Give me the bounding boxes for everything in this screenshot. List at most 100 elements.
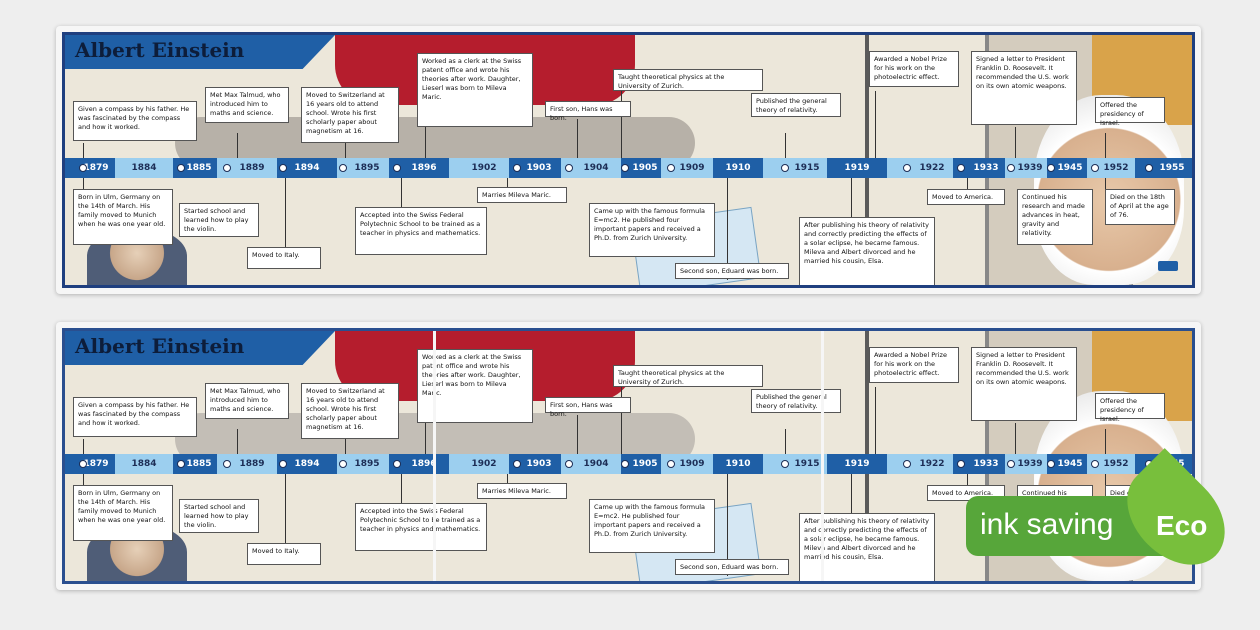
year-cell: 1909 [661,454,713,474]
timeline-dot-icon [1047,164,1055,172]
timeline-dot-icon [223,460,231,468]
banner-frame: Albert Einstein 1879 1884 1885 1889 1894… [62,328,1195,584]
event-note: Continued his research and made advances… [1017,189,1093,245]
event-note: Came up with the famous formula E=mc2. H… [589,499,715,553]
leader-line [967,178,968,192]
timeline-dot-icon [223,164,231,172]
event-note: Offered the presidency of Israel. [1095,97,1165,127]
leader-line [345,429,346,454]
timeline-dot-icon [565,164,573,172]
event-note: Marries Mileva Maric. [477,483,567,499]
year-cell: 1915 [763,454,827,474]
timeline-dot-icon [513,460,521,468]
year-cell: 1884 [131,163,157,173]
year-cell: 1952 [1087,454,1135,474]
event-note: Came up with the famous formula E=mc2. H… [589,203,715,257]
timeline-dot-icon [1047,460,1055,468]
timeline-dot-icon [79,460,87,468]
event-note: Born in Ulm, Germany on the 14th of Marc… [73,189,173,245]
year-cell: 1904 [561,454,621,474]
event-note: First son, Hans was born. [545,397,631,418]
event-note: Started school and learned how to play t… [179,203,259,237]
event-note: First son, Hans was born. [545,101,631,122]
leader-line [967,474,968,488]
year-cell: 1884 [131,459,157,469]
page-join-line [433,331,436,581]
year-cell: 1922 [887,158,953,178]
timeline-dot-icon [781,460,789,468]
timeline-dot-icon [393,164,401,172]
event-note: Worked as a clerk at the Swiss patent of… [417,349,533,423]
leader-line [1105,474,1106,488]
timeline-bar: 1879 1884 1885 1889 1894 1895 1896 1902 … [65,158,1192,178]
timeline-dot-icon [279,460,287,468]
event-note: Awarded a Nobel Prize for his work on th… [869,347,959,383]
leader-line [875,91,876,158]
event-note: Died on the 18th of April at the age of … [1105,189,1175,225]
year-cell: 1885 [173,454,217,474]
leader-line [1015,423,1016,454]
timeline-dot-icon [621,460,629,468]
event-note: Published the general theory of relativi… [751,93,841,117]
leader-line [1015,127,1016,158]
event-note: Given a compass by his father. He was fa… [73,101,197,141]
leader-line [83,439,84,454]
ink-saving-label: ink saving [980,508,1114,541]
year-cell: 1902 [471,163,497,173]
ink-saving-badge: ink saving Eco [966,448,1244,584]
timeline-dot-icon [957,164,965,172]
leader-line [83,178,84,192]
year-cell: 1939 [1005,158,1047,178]
event-note: Moved to Switzerland at 16 years old to … [301,87,399,143]
event-note: Signed a letter to President Franklin D.… [971,347,1077,421]
event-note: Met Max Talmud, who introduced him to ma… [205,87,289,123]
year-cell: 1895 [337,454,389,474]
page-title: Albert Einstein [75,334,245,358]
eco-label: Eco [1156,510,1208,541]
event-note: Awarded a Nobel Prize for his work on th… [869,51,959,87]
event-note: Moved to Italy. [247,247,321,269]
leader-line [1105,133,1106,158]
leader-line [345,133,346,158]
leader-line [577,119,578,158]
year-cell: 1945 [1047,454,1087,474]
leader-line [507,474,508,488]
year-cell: 1894 [277,454,337,474]
year-cell: 1952 [1087,158,1135,178]
year-cell: 1910 [713,158,763,178]
leader-line [401,178,402,210]
event-note: Taught theoretical physics at the Univer… [613,365,763,387]
year-cell: 1922 [887,454,953,474]
timeline-dot-icon [79,164,87,172]
year-cell: 1879 [65,454,115,474]
leader-line [237,133,238,158]
year-cell: 1933 [953,454,1005,474]
leader-line [785,133,786,158]
timeline-dot-icon [957,460,965,468]
year-cell: 1939 [1005,454,1047,474]
leader-line [851,474,852,516]
year-cell: 1915 [763,158,827,178]
year-cell: 1895 [337,158,389,178]
event-note: Moved to America. [927,189,1005,205]
page-join-line [821,331,824,581]
year-cell: 1902 [471,459,497,469]
event-note: Born in Ulm, Germany on the 14th of Marc… [73,485,173,541]
year-cell: 1945 [1047,158,1087,178]
timeline-dot-icon [1145,164,1153,172]
leader-line [237,429,238,454]
timeline-dot-icon [1007,460,1015,468]
year-cell: 1919 [827,158,887,178]
event-note: After publishing his theory of relativit… [799,217,935,285]
event-note: Started school and learned how to play t… [179,499,259,533]
leader-line [727,178,728,280]
event-note: Second son, Eduard was born. [675,263,789,279]
event-note: Published the general theory of relativi… [751,389,841,413]
year-cell: 1903 [509,158,561,178]
year-cell: 1909 [661,158,713,178]
timeline-banner-color: Albert Einstein 1879 1884 1885 1889 1894… [56,26,1201,294]
event-note: Accepted into the Swiss Federal Polytech… [355,503,487,551]
page-title: Albert Einstein [75,38,245,62]
timeline-dot-icon [1091,164,1099,172]
timeline-dot-icon [903,164,911,172]
